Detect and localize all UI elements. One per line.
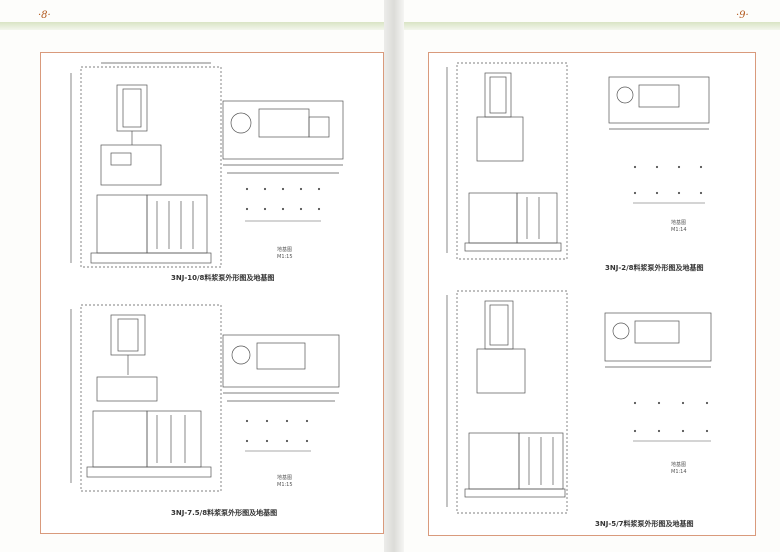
- pump-drawing-2: [70, 304, 340, 492]
- pump-drawing-4: [446, 290, 712, 514]
- book-spine: [384, 0, 404, 552]
- foundation-plan-4: [633, 401, 711, 442]
- foundation-plan-3: [633, 165, 705, 204]
- figure-caption-2: 3NJ-7.5/8料浆泵外形图及地基图: [171, 509, 278, 517]
- figure-caption-4: 3NJ-5/7料浆泵外形图及地基图: [595, 520, 694, 528]
- drawing-panel-1: 地基图 M1:15 3NJ-10/8料浆泵外形图及地基图: [41, 53, 383, 293]
- drawing-panel-2: 地基图 M1:15 3NJ-7.5/8料浆泵外形图及地基图: [41, 293, 383, 533]
- plan-label-1: 地基图: [277, 247, 293, 253]
- left-page: 地基图 M1:15 3NJ-10/8料浆泵外形图及地基图: [40, 52, 384, 534]
- scale-label-1: M1:15: [277, 254, 293, 260]
- plan-label-3: 地基图: [671, 220, 687, 226]
- pump-drawing-3: [446, 62, 710, 260]
- left-page-number: ·8·: [38, 10, 51, 21]
- plan-label-4: 地基图: [671, 462, 687, 468]
- scale-label-2: M1:15: [277, 482, 293, 488]
- figure-caption-1: 3NJ-10/8料浆泵外形图及地基图: [171, 274, 275, 282]
- figure-caption-3: 3NJ-2/8料浆泵外形图及地基图: [605, 264, 704, 272]
- right-page-number: ·9·: [736, 10, 749, 21]
- foundation-plan-1: [245, 187, 321, 222]
- drawing-panel-3: 地基图 M1:14 3NJ-2/8料浆泵外形图及地基图: [429, 53, 755, 279]
- scale-label-4: M1:14: [671, 469, 687, 475]
- right-page: 地基图 M1:14 3NJ-2/8料浆泵外形图及地基图 地基图: [428, 52, 756, 536]
- foundation-plan-2: [245, 419, 311, 452]
- drawing-panel-4: 地基图 M1:14 3NJ-5/7料浆泵外形图及地基图: [429, 279, 755, 535]
- plan-label-2: 地基图: [277, 475, 293, 481]
- pump-drawing-1: [70, 62, 344, 268]
- scale-label-3: M1:14: [671, 227, 687, 233]
